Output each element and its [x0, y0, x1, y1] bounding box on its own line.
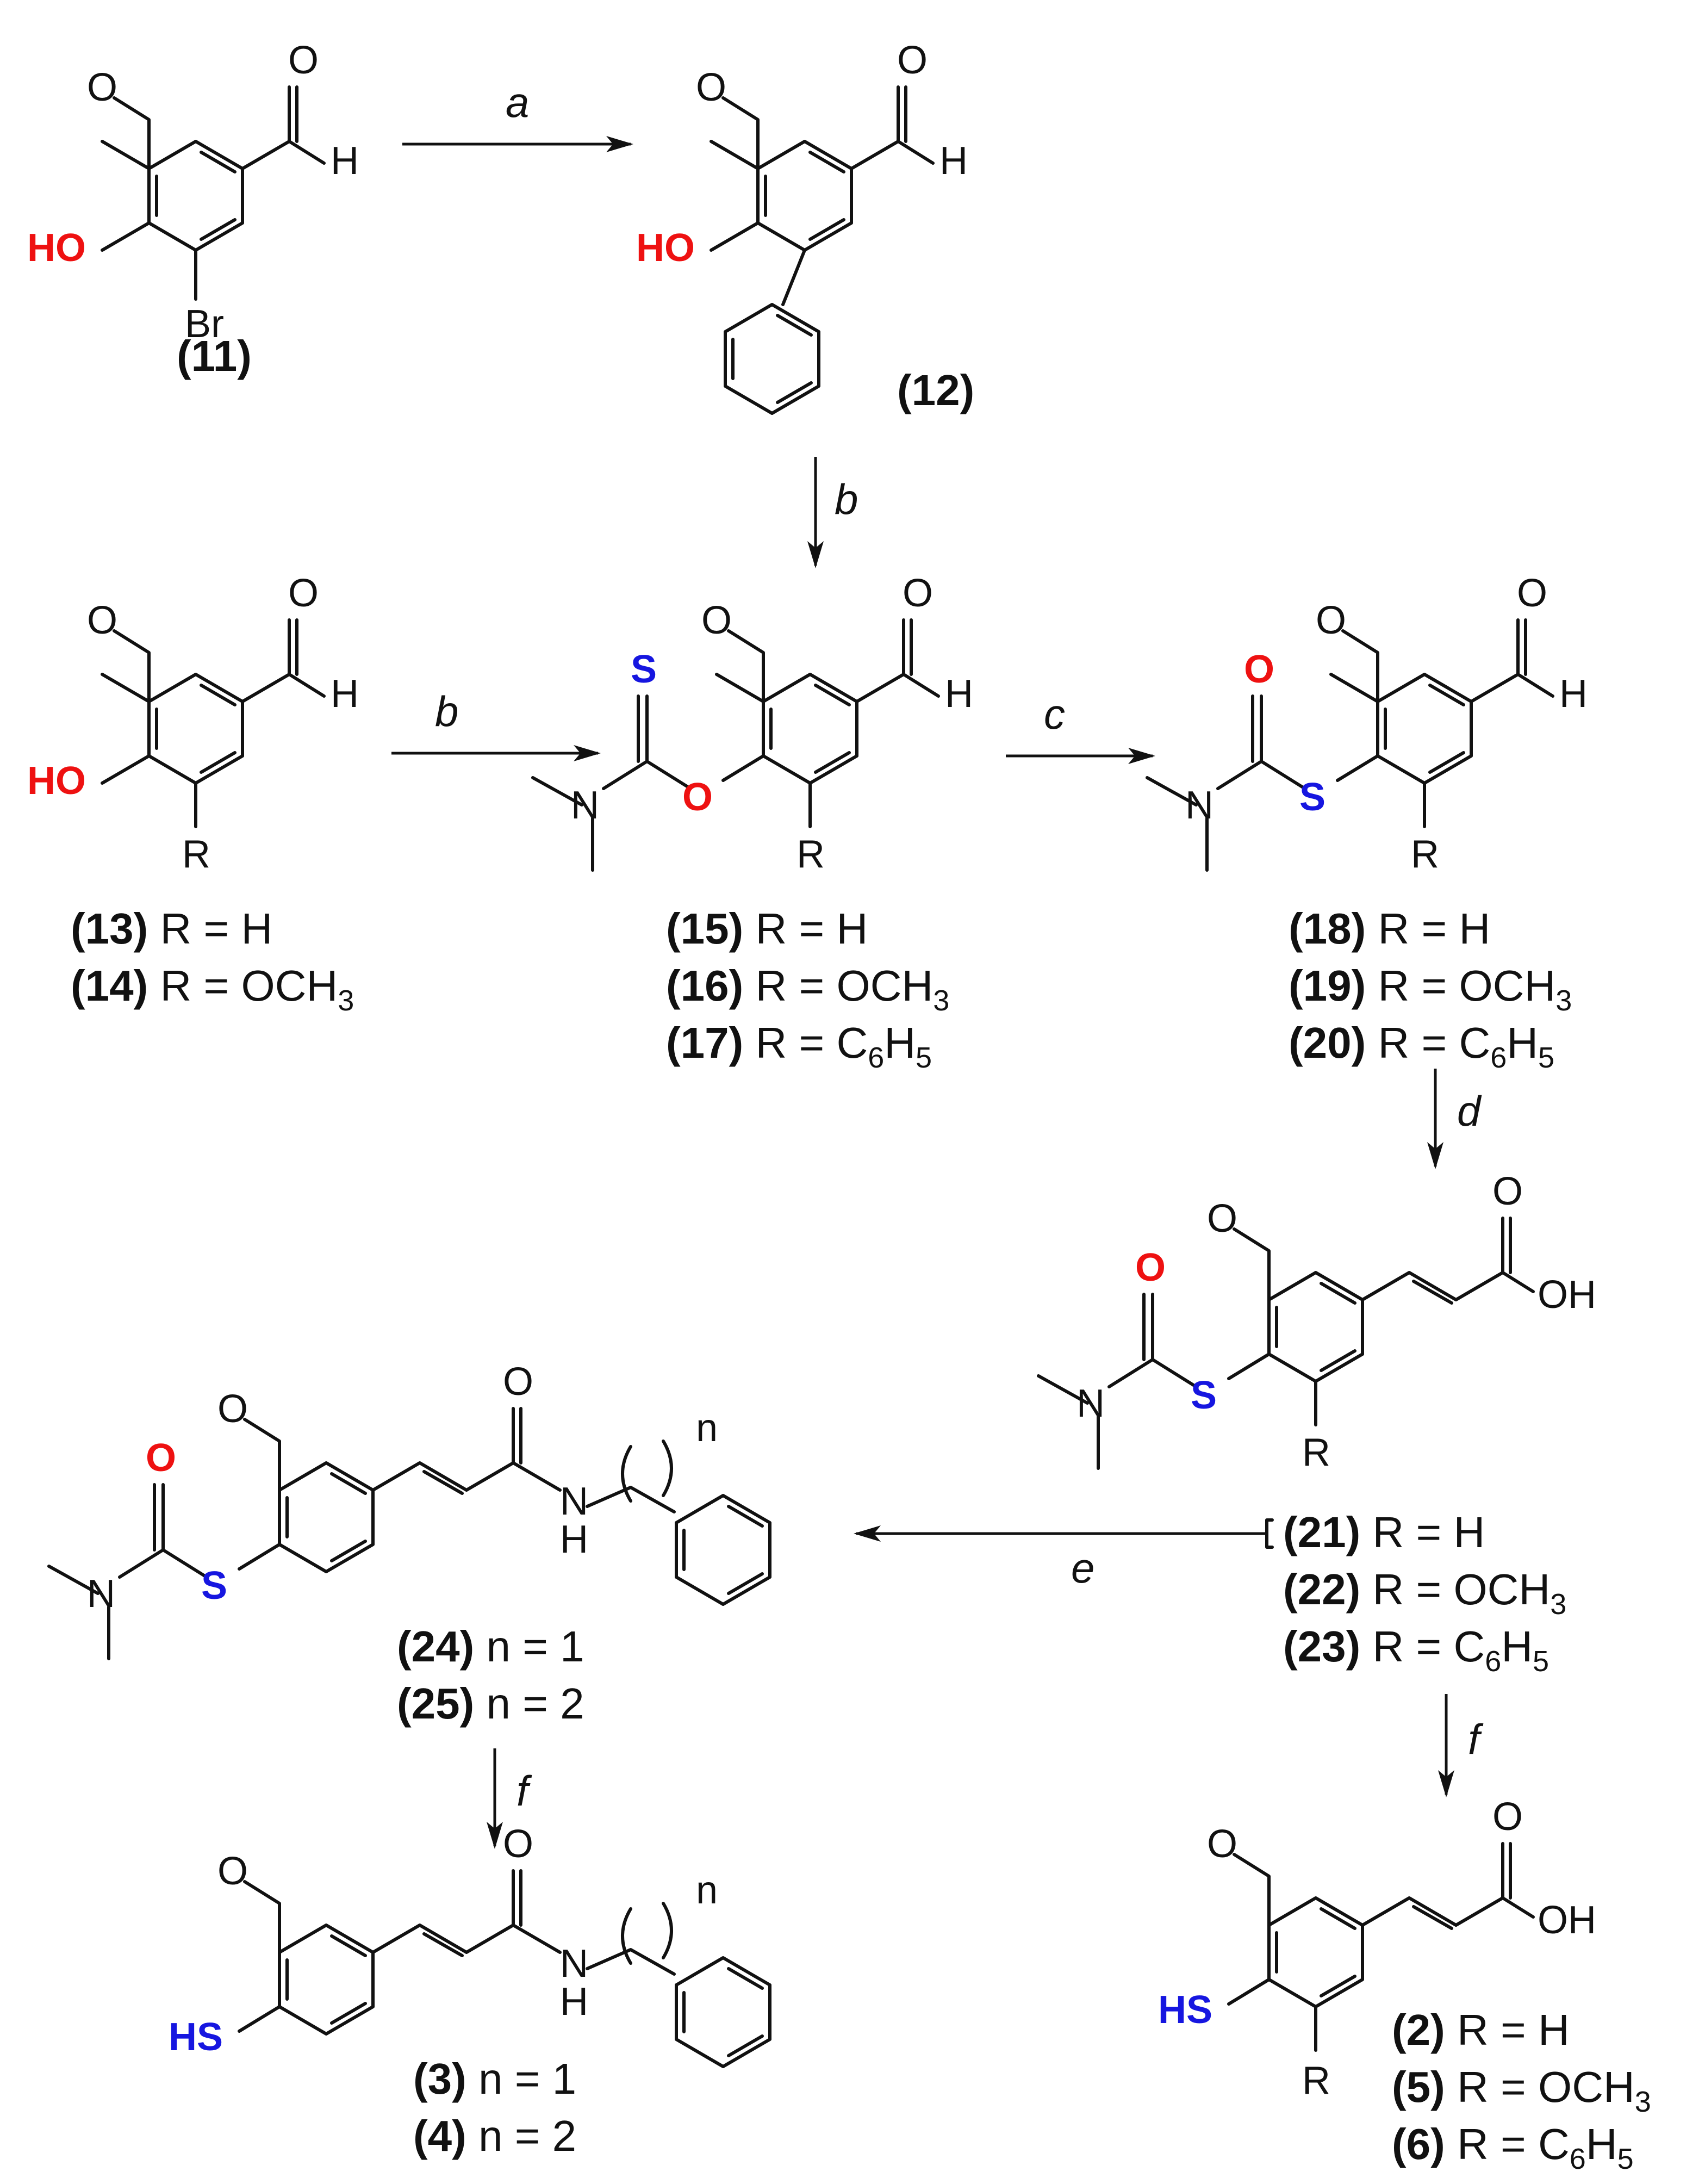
atom-n: N — [87, 1572, 115, 1616]
condition-a: a — [506, 78, 529, 126]
compound-label-5: (5) R = OCH3 — [1392, 2063, 1651, 2118]
atom-o: O — [288, 572, 319, 615]
atom-o: O — [701, 599, 732, 642]
atom-o: O — [503, 1822, 533, 1866]
compound-label-20: (20) R = C6H5 — [1289, 1019, 1554, 1074]
compound-18-20-structure: O H O S O N R — [1146, 572, 1588, 876]
compound-12-structure: O H O HO — [636, 39, 968, 413]
atom-o: O — [503, 1360, 533, 1404]
atom-s-thioester: S — [1191, 1374, 1217, 1417]
condition-f: f — [517, 1767, 532, 1815]
atom-o-carbonyl: O — [146, 1436, 176, 1480]
atom-n-amide: N — [560, 1942, 588, 1986]
atom-o: O — [1207, 1197, 1237, 1240]
atom-oh: OH — [1538, 1898, 1596, 1942]
compound-label-19: (19) R = OCH3 — [1289, 961, 1572, 1017]
atom-o: O — [897, 39, 928, 82]
atom-o: O — [217, 1850, 248, 1893]
compound-label-18: (18) R = H — [1289, 904, 1490, 953]
compound-label-2: (2) R = H — [1392, 2006, 1570, 2054]
atom-o: O — [1492, 1170, 1523, 1213]
atom-r: R — [1302, 1431, 1330, 1474]
index-n: n — [696, 1406, 718, 1450]
atom-o-carbonyl: O — [1244, 648, 1274, 691]
compound-label-11: (11) — [177, 332, 252, 380]
atom-s-thioester: S — [201, 1564, 227, 1608]
compound-label-21: (21) R = H — [1283, 1508, 1485, 1556]
atom-n: N — [1076, 1382, 1105, 1425]
compound-label-3: (3) n = 1 — [413, 2055, 576, 2103]
atom-n-amide: N — [560, 1480, 588, 1523]
atom-oh: OH — [1538, 1273, 1596, 1317]
atom-o: O — [1517, 572, 1547, 615]
condition-b: b — [835, 475, 858, 523]
atom-h: H — [331, 672, 359, 716]
compound-label-6: (6) R = C6H5 — [1392, 2120, 1634, 2175]
compound-2-5-6-structure: O O OH HS R — [1158, 1795, 1596, 2102]
compound-label-22: (22) R = OCH3 — [1283, 1565, 1566, 1621]
atom-o: O — [696, 66, 726, 109]
atom-o: O — [1207, 1822, 1237, 1866]
atom-s-thione: S — [631, 648, 657, 691]
condition-f: f — [1468, 1715, 1484, 1763]
bracket-mark — [1265, 1518, 1274, 1549]
compound-15-17-structure: O H O O S N R — [531, 572, 973, 876]
atom-hs: HS — [1158, 1988, 1212, 2032]
atom-o: O — [87, 599, 117, 642]
atom-r: R — [1302, 2059, 1330, 2102]
atom-o: O — [288, 39, 319, 82]
compound-label-24: (24) n = 1 — [397, 1622, 584, 1671]
index-n: n — [696, 1869, 718, 1912]
atom-s-thioester: S — [1299, 775, 1326, 819]
atom-r: R — [797, 833, 825, 876]
atom-hs: HS — [169, 2015, 223, 2059]
atom-o-ester: O — [682, 775, 713, 819]
atom-o: O — [217, 1387, 248, 1431]
atom-n: N — [571, 784, 599, 827]
condition-d: d — [1457, 1087, 1482, 1135]
atom-o: O — [1492, 1795, 1523, 1839]
compound-label-23: (23) R = C6H5 — [1283, 1622, 1549, 1678]
compound-label-14: (14) R = OCH3 — [71, 961, 354, 1017]
atom-o-carbonyl: O — [1135, 1246, 1166, 1289]
atom-h: H — [939, 139, 968, 183]
condition-e: e — [1071, 1544, 1094, 1592]
atom-h: H — [331, 139, 359, 183]
compound-label-4: (4) n = 2 — [413, 2112, 576, 2160]
compound-13-14-structure: O H O HO R — [27, 572, 359, 876]
compound-label-16: (16) R = OCH3 — [666, 961, 949, 1017]
compound-21-23-structure: O O OH S O N R — [1037, 1170, 1596, 1474]
condition-c: c — [1044, 690, 1065, 738]
compound-label-17: (17) R = C6H5 — [666, 1019, 932, 1074]
compound-3-4-structure: O O N H n HS — [169, 1822, 770, 2067]
atom-h: H — [945, 672, 973, 716]
atom-ho: HO — [27, 226, 86, 270]
atom-o: O — [903, 572, 933, 615]
compound-label-15: (15) R = H — [666, 904, 868, 953]
atom-n: N — [1185, 784, 1214, 827]
compound-label-12: (12) — [897, 366, 974, 414]
atom-h-amide: H — [560, 1980, 588, 2024]
atom-br: Br — [185, 302, 224, 346]
atom-o: O — [87, 66, 117, 109]
atom-o: O — [1316, 599, 1346, 642]
compound-label-13: (13) R = H — [71, 904, 272, 953]
compound-11-structure: O H O HO Br — [27, 39, 359, 346]
atom-r: R — [182, 833, 210, 876]
atom-ho: HO — [636, 226, 695, 270]
compound-24-25-structure: O O N H n S O N — [47, 1360, 770, 1660]
atom-r: R — [1411, 833, 1439, 876]
atom-ho: HO — [27, 759, 86, 803]
condition-b: b — [435, 687, 458, 735]
atom-h: H — [1559, 672, 1588, 716]
atom-h-amide: H — [560, 1518, 588, 1561]
compound-label-25: (25) n = 2 — [397, 1679, 584, 1728]
